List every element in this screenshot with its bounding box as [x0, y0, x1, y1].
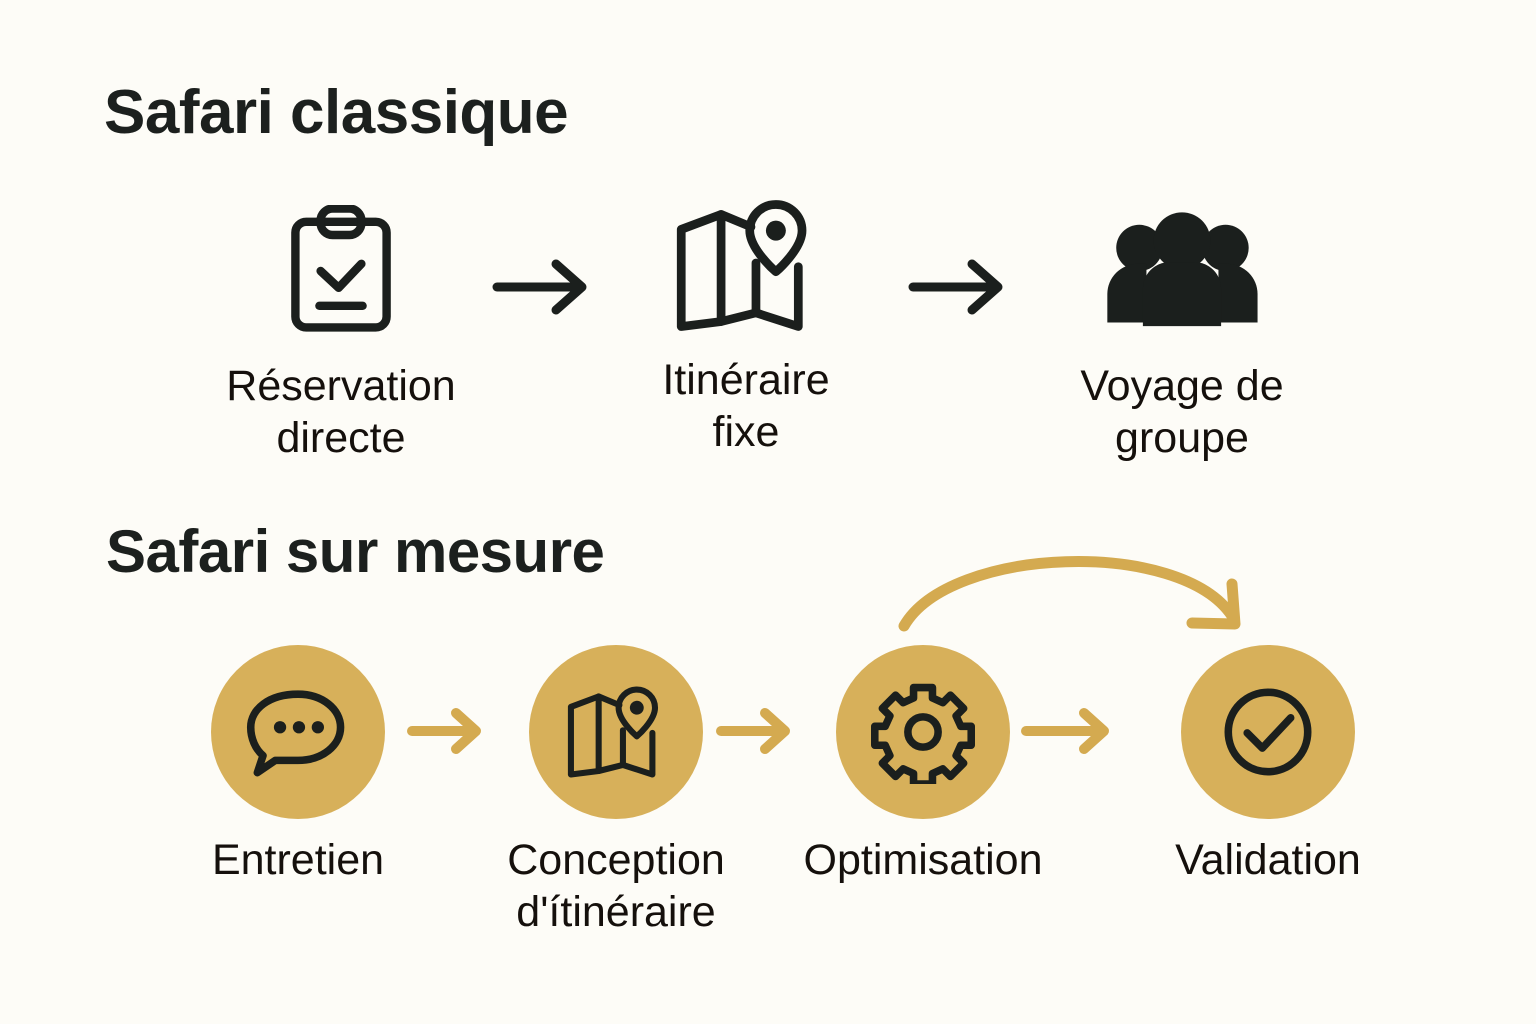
step-label-conception-itineraire: Conception d'ítinéraire	[507, 836, 725, 936]
step-label-itineraire-fixe: Itinéraire fixe	[662, 356, 830, 457]
map-pin-icon	[529, 645, 703, 819]
step-entretien: Entretien	[205, 645, 391, 887]
step-label-validation: Validation	[1175, 836, 1361, 884]
step-itineraire-fixe: Itinéraire fixe	[654, 190, 838, 459]
section-title-sur-mesure: Safari sur mesure	[106, 518, 605, 585]
step-label-optimisation: Optimisation	[803, 836, 1043, 884]
step-label-entretien: Entretien	[211, 836, 385, 884]
step-optimisation: Optimisation	[804, 645, 1043, 887]
group-people-icon	[1102, 196, 1262, 346]
step-validation: Validation	[1163, 645, 1373, 887]
curved-arrow-icon-optimisation-to-validation	[880, 528, 1290, 648]
arrow-right-icon-sur-mesure-1	[406, 702, 490, 765]
step-voyage-de-groupe: Voyage de groupe	[1068, 196, 1296, 465]
section-title-classique: Safari classique	[104, 78, 569, 147]
check-circle-icon	[1181, 645, 1355, 819]
map-pin-icon	[666, 190, 826, 340]
step-conception-itineraire: Conception d'ítinéraire	[507, 645, 725, 938]
step-reservation-directe: Réservation directe	[226, 196, 456, 465]
step-label-voyage-de-groupe: Voyage de groupe	[1080, 362, 1284, 463]
arrow-right-icon-classique-2	[908, 252, 1013, 327]
chat-bubble-dots-icon	[211, 645, 385, 819]
gear-icon	[836, 645, 1010, 819]
clipboard-check-icon	[261, 196, 421, 346]
arrow-right-icon-sur-mesure-3	[1020, 702, 1118, 765]
arrow-right-icon-classique-1	[492, 252, 597, 327]
step-label-reservation-directe: Réservation directe	[226, 362, 456, 463]
arrow-right-icon-sur-mesure-2	[715, 702, 799, 765]
